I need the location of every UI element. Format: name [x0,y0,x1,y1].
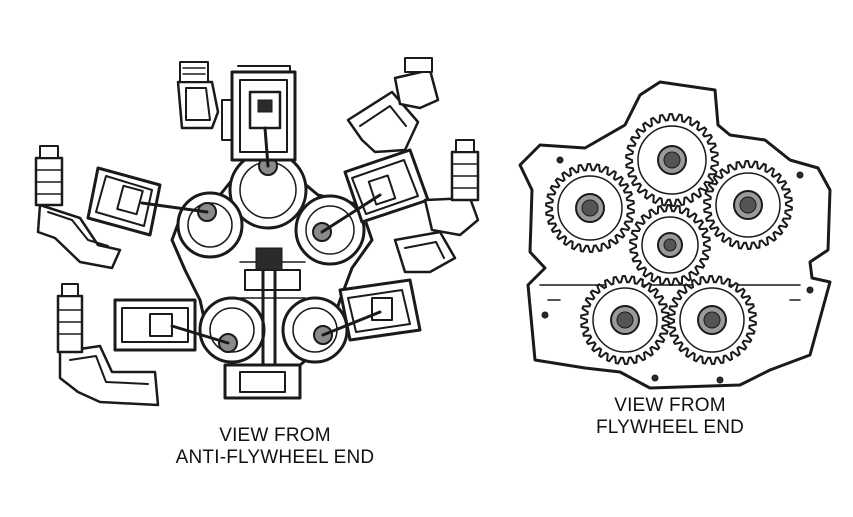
cylinder-upper-left [34,145,209,270]
caption-flywheel-end: VIEW FROM FLYWHEEL END [560,395,780,439]
caption-anti-flywheel-end: VIEW FROM ANTI-FLYWHEEL END [150,425,400,469]
gear-center [629,203,711,287]
gear-upper-right [703,159,793,251]
caption-right-line2: FLYWHEEL END [595,417,745,438]
bottom-sump [223,247,302,400]
gear-lower-left [580,274,670,366]
caption-left-line1: VIEW FROM [219,425,331,446]
gear-upper-left [545,162,635,254]
caption-left-line2: ANTI-FLYWHEEL END [175,447,375,468]
gear-lower-right [667,274,757,366]
cylinder-upper-right [320,57,480,237]
caption-right-line1: VIEW FROM [614,395,726,416]
anti-flywheel-end-view [34,57,480,407]
cylinder-lower-right [321,230,457,342]
flywheel-end-view [518,80,832,390]
gear-top [625,112,719,208]
cylinder-lower-left [56,283,230,407]
gear-train [545,112,793,366]
cylinder-top [176,61,297,168]
